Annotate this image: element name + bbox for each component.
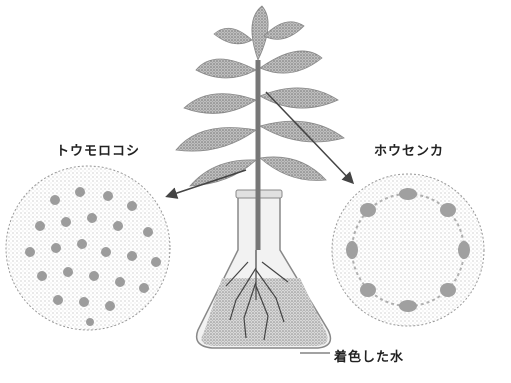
balsam-label: ホウセンカ [374, 140, 444, 159]
corn-cross-section [6, 166, 170, 330]
colored-water-label: 着色した水 [334, 346, 404, 365]
corn-label: トウモロコシ [56, 140, 140, 159]
balsam-cross-section [332, 174, 484, 326]
plant-illustration [176, 6, 344, 250]
flask-icon [197, 190, 331, 348]
